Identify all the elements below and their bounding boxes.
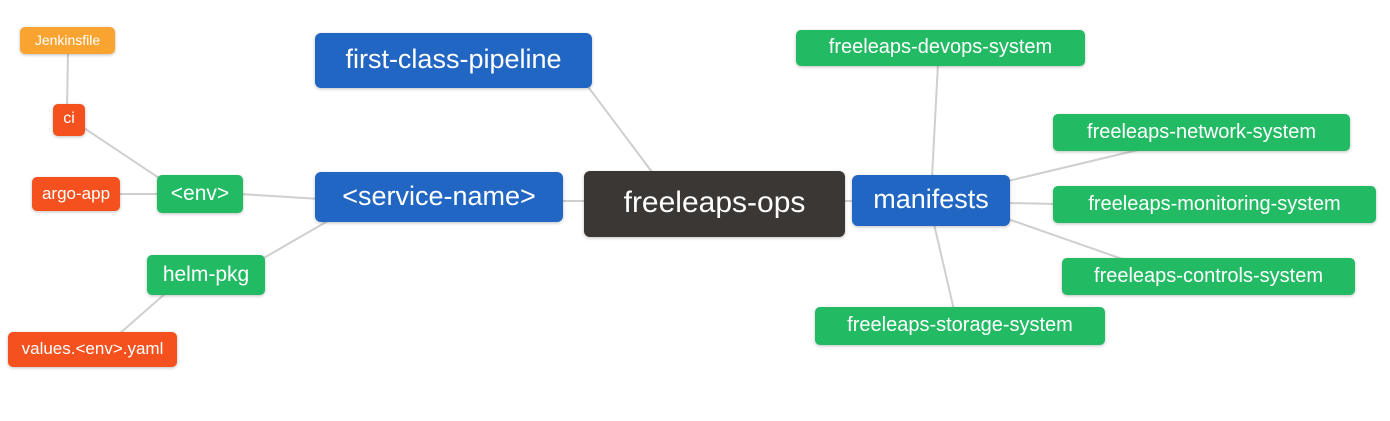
node-freeleaps-ops-label: freeleaps-ops: [623, 186, 806, 219]
edge-manifests-devops: [931, 62, 939, 179]
node-env-label: <env>: [170, 181, 230, 205]
node-freeleaps-network-system-label: freeleaps-network-system: [1087, 120, 1316, 143]
edge-helmpkg-values: [117, 291, 168, 336]
node-freeleaps-controls-system[interactable]: freeleaps-controls-system: [1062, 258, 1355, 295]
edge-manifests-storage: [933, 223, 955, 311]
node-freeleaps-network-system[interactable]: freeleaps-network-system: [1053, 114, 1350, 151]
node-freeleaps-devops-system-label: freeleaps-devops-system: [828, 36, 1053, 58]
node-jenkinsfile[interactable]: Jenkinsfile: [20, 27, 115, 54]
node-first-class-pipeline-label: first-class-pipeline: [345, 44, 562, 74]
node-helm-pkg-label: helm-pkg: [162, 262, 250, 286]
node-env[interactable]: <env>: [157, 175, 243, 213]
node-freeleaps-storage-system[interactable]: freeleaps-storage-system: [815, 307, 1105, 345]
node-values-env-yaml[interactable]: values.<env>.yaml: [8, 332, 177, 367]
node-jenkinsfile-label: Jenkinsfile: [34, 31, 101, 48]
edge-jenkinsfile-ci: [66, 49, 69, 111]
edge-manifests-monitoring: [1006, 202, 1058, 205]
edge-ci-env: [83, 127, 163, 181]
node-ci[interactable]: ci: [53, 104, 85, 136]
node-argo-app-label: argo-app: [41, 183, 111, 203]
node-freeleaps-monitoring-system-label: freeleaps-monitoring-system: [1088, 192, 1341, 215]
node-ci-label: ci: [63, 110, 75, 127]
node-manifests[interactable]: manifests: [852, 175, 1010, 226]
node-values-env-yaml-label: values.<env>.yaml: [21, 339, 164, 358]
node-freeleaps-monitoring-system[interactable]: freeleaps-monitoring-system: [1053, 186, 1376, 223]
node-service-name[interactable]: <service-name>: [315, 172, 563, 222]
node-freeleaps-storage-system-label: freeleaps-storage-system: [847, 314, 1073, 336]
edge-manifests-network: [1007, 148, 1143, 182]
edge-env-servicename: [239, 193, 321, 200]
edge-manifests-controls: [1007, 218, 1129, 262]
node-argo-app[interactable]: argo-app: [32, 177, 120, 211]
node-manifests-label: manifests: [873, 184, 989, 214]
node-freeleaps-ops[interactable]: freeleaps-ops: [584, 171, 845, 237]
node-helm-pkg[interactable]: helm-pkg: [147, 255, 265, 295]
node-first-class-pipeline[interactable]: first-class-pipeline: [315, 33, 592, 88]
node-freeleaps-devops-system[interactable]: freeleaps-devops-system: [796, 30, 1085, 66]
edge-servicename-helmpkg: [261, 217, 334, 260]
edge-pipeline-ops: [585, 83, 656, 177]
node-service-name-label: <service-name>: [342, 180, 536, 211]
node-freeleaps-controls-system-label: freeleaps-controls-system: [1094, 264, 1323, 287]
